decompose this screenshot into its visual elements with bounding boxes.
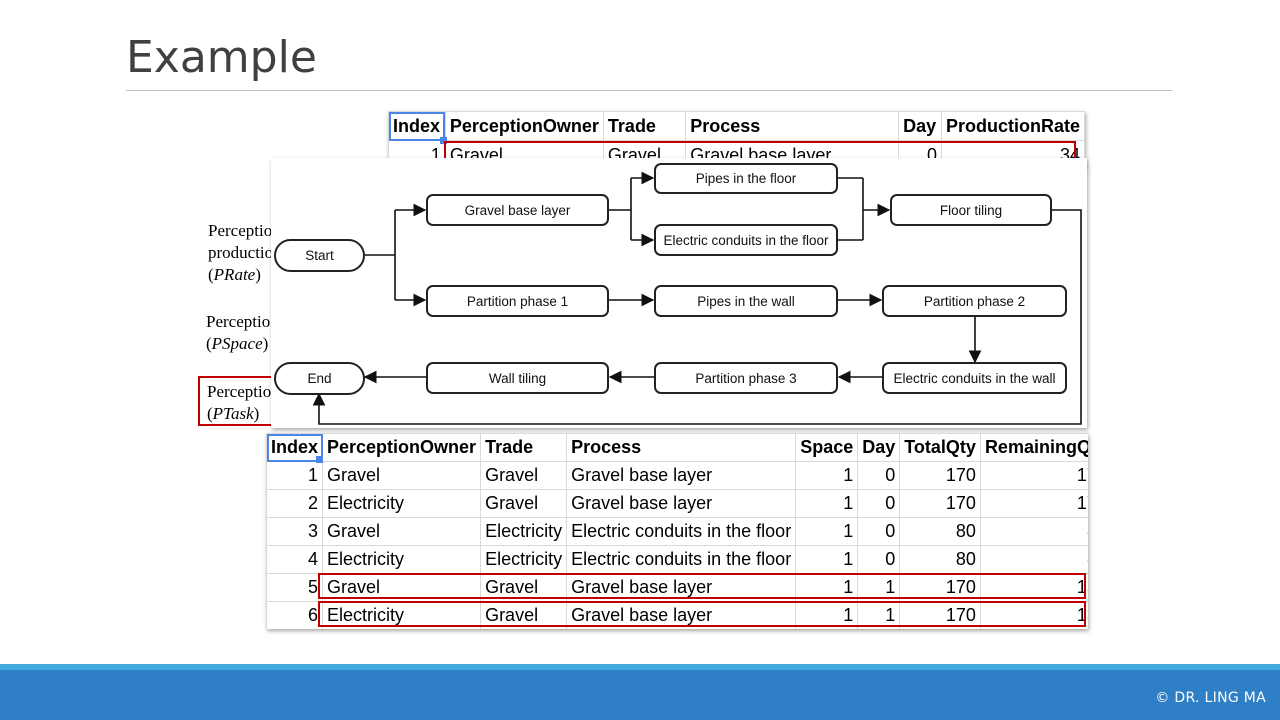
table-row: 1 Gravel Gravel Gravel base layer 1 0 17…	[266, 461, 1088, 490]
title-divider	[126, 90, 1172, 91]
bottom-table-header-row: Index PerceptionOwner Trade Process Spac…	[266, 433, 1088, 462]
copyright-text: © DR. LING MA	[1155, 690, 1266, 706]
top-header-trade[interactable]: Trade	[602, 111, 687, 141]
cell-process[interactable]: Gravel base layer	[566, 461, 797, 490]
ptask-highlight-box	[198, 376, 276, 426]
cell-index[interactable]: 3	[266, 517, 324, 546]
cell-space[interactable]: 1	[795, 517, 859, 546]
node-pipes-in-wall[interactable]: Pipes in the wall	[654, 285, 838, 317]
node-end[interactable]: End	[274, 362, 365, 395]
node-floor-tiling[interactable]: Floor tiling	[890, 194, 1052, 226]
cell-trade[interactable]: Gravel	[480, 461, 568, 490]
header-process[interactable]: Process	[566, 433, 797, 462]
process-flow-diagram: Start Gravel base layer Pipes in the flo…	[271, 158, 1087, 428]
table-row: 3 Gravel Electricity Electric conduits i…	[266, 517, 1088, 546]
perception-task-code: PTask	[212, 404, 254, 423]
cell-total-qty[interactable]: 170	[899, 461, 981, 490]
node-gravel-base-layer[interactable]: Gravel base layer	[426, 194, 609, 226]
node-pipes-in-floor[interactable]: Pipes in the floor	[654, 163, 838, 194]
top-header-index[interactable]: Index	[388, 111, 446, 141]
cell-index[interactable]: 2	[266, 489, 324, 518]
cell-total-qty[interactable]: 80	[899, 517, 981, 546]
top-header-perception-owner[interactable]: PerceptionOwner	[444, 111, 604, 141]
perception-label-space: Perceptio (PSpace)	[206, 312, 271, 353]
node-partition-phase-3[interactable]: Partition phase 3	[654, 362, 838, 394]
header-day[interactable]: Day	[857, 433, 901, 462]
flow-connectors	[312, 171, 1082, 425]
header-total-qty[interactable]: TotalQty	[899, 433, 981, 462]
perception-label-task: Perceptio (PTask)	[207, 382, 272, 423]
cell-remaining-qty[interactable]: 170	[979, 461, 1088, 490]
cell-process[interactable]: Gravel base layer	[566, 601, 797, 629]
row-5-highlight	[318, 573, 1086, 599]
cell-space[interactable]: 1	[795, 489, 859, 518]
header-index[interactable]: Index	[266, 433, 324, 462]
cell-owner[interactable]: Gravel	[322, 517, 482, 546]
cell-total-qty[interactable]: 170	[899, 601, 981, 629]
cell-trade[interactable]: Electricity	[480, 517, 568, 546]
top-header-process[interactable]: Process	[685, 111, 900, 141]
production-rate-table: Index PerceptionOwner Trade Process Day …	[388, 111, 1085, 171]
perception-space-code: PSpace	[211, 334, 263, 353]
footer-accent-strip	[0, 664, 1280, 670]
cell-remaining-qty[interactable]: 170	[979, 489, 1088, 518]
cell-total-qty[interactable]: 80	[899, 545, 981, 574]
cell-index[interactable]: 4	[266, 545, 324, 574]
cell-remaining-qty[interactable]: 80	[979, 517, 1088, 546]
header-space[interactable]: Space	[795, 433, 859, 462]
cell-process[interactable]: Electric conduits in the floor	[566, 517, 797, 546]
table-row: 4 Electricity Electricity Electric condu…	[266, 545, 1088, 574]
cell-index[interactable]: 6	[266, 601, 324, 629]
header-trade[interactable]: Trade	[480, 433, 568, 462]
perception-rate-line1: Perceptio	[208, 221, 272, 240]
top-table-header-row: Index PerceptionOwner Trade Process Day …	[388, 111, 1085, 141]
top-header-production-rate[interactable]: ProductionRate	[940, 111, 1085, 141]
cell-process[interactable]: Electric conduits in the floor	[566, 545, 797, 574]
selection-handle[interactable]	[316, 456, 323, 463]
cell-index[interactable]: 1	[266, 461, 324, 490]
cell-day[interactable]: 1	[857, 601, 901, 629]
node-partition-phase-1[interactable]: Partition phase 1	[426, 285, 609, 317]
cell-remaining-qty[interactable]: 80	[979, 545, 1088, 574]
cell-space[interactable]: 1	[795, 545, 859, 574]
perception-rate-code: PRate	[213, 265, 256, 284]
node-start[interactable]: Start	[274, 239, 365, 272]
node-electric-conduits-floor[interactable]: Electric conduits in the floor	[654, 224, 838, 256]
slide-title: Example	[126, 32, 317, 83]
row-6-highlight	[318, 601, 1086, 627]
cell-owner[interactable]: Electricity	[322, 601, 482, 629]
perception-label-rate: Perceptio productio (PRate)	[208, 221, 272, 284]
perception-space-line1: Perceptio	[206, 312, 271, 331]
perception-task-line1: Perceptio	[207, 382, 272, 401]
cell-owner[interactable]: Electricity	[322, 489, 482, 518]
cell-space[interactable]: 1	[795, 461, 859, 490]
header-perception-owner[interactable]: PerceptionOwner	[322, 433, 482, 462]
cell-trade[interactable]: Gravel	[480, 601, 568, 629]
cell-day[interactable]: 0	[857, 489, 901, 518]
node-electric-conduits-wall[interactable]: Electric conduits in the wall	[882, 362, 1067, 394]
selection-handle[interactable]	[440, 137, 447, 144]
cell-total-qty[interactable]: 170	[899, 489, 981, 518]
cell-owner[interactable]: Electricity	[322, 545, 482, 574]
cell-day[interactable]: 0	[857, 545, 901, 574]
node-partition-phase-2[interactable]: Partition phase 2	[882, 285, 1067, 317]
footer-bar	[0, 664, 1280, 720]
cell-day[interactable]: 0	[857, 517, 901, 546]
cell-process[interactable]: Gravel base layer	[566, 489, 797, 518]
cell-index[interactable]: 5	[266, 573, 324, 602]
cell-day[interactable]: 0	[857, 461, 901, 490]
header-remaining-qty[interactable]: RemainingQty	[979, 433, 1088, 462]
node-wall-tiling[interactable]: Wall tiling	[426, 362, 609, 394]
perception-rate-line2: productio	[208, 243, 272, 262]
cell-owner[interactable]: Gravel	[322, 461, 482, 490]
table-row: 2 Electricity Gravel Gravel base layer 1…	[266, 489, 1088, 518]
task-quantity-table: Index PerceptionOwner Trade Process Spac…	[266, 433, 1088, 629]
top-header-day[interactable]: Day	[898, 111, 942, 141]
cell-trade[interactable]: Electricity	[480, 545, 568, 574]
cell-trade[interactable]: Gravel	[480, 489, 568, 518]
